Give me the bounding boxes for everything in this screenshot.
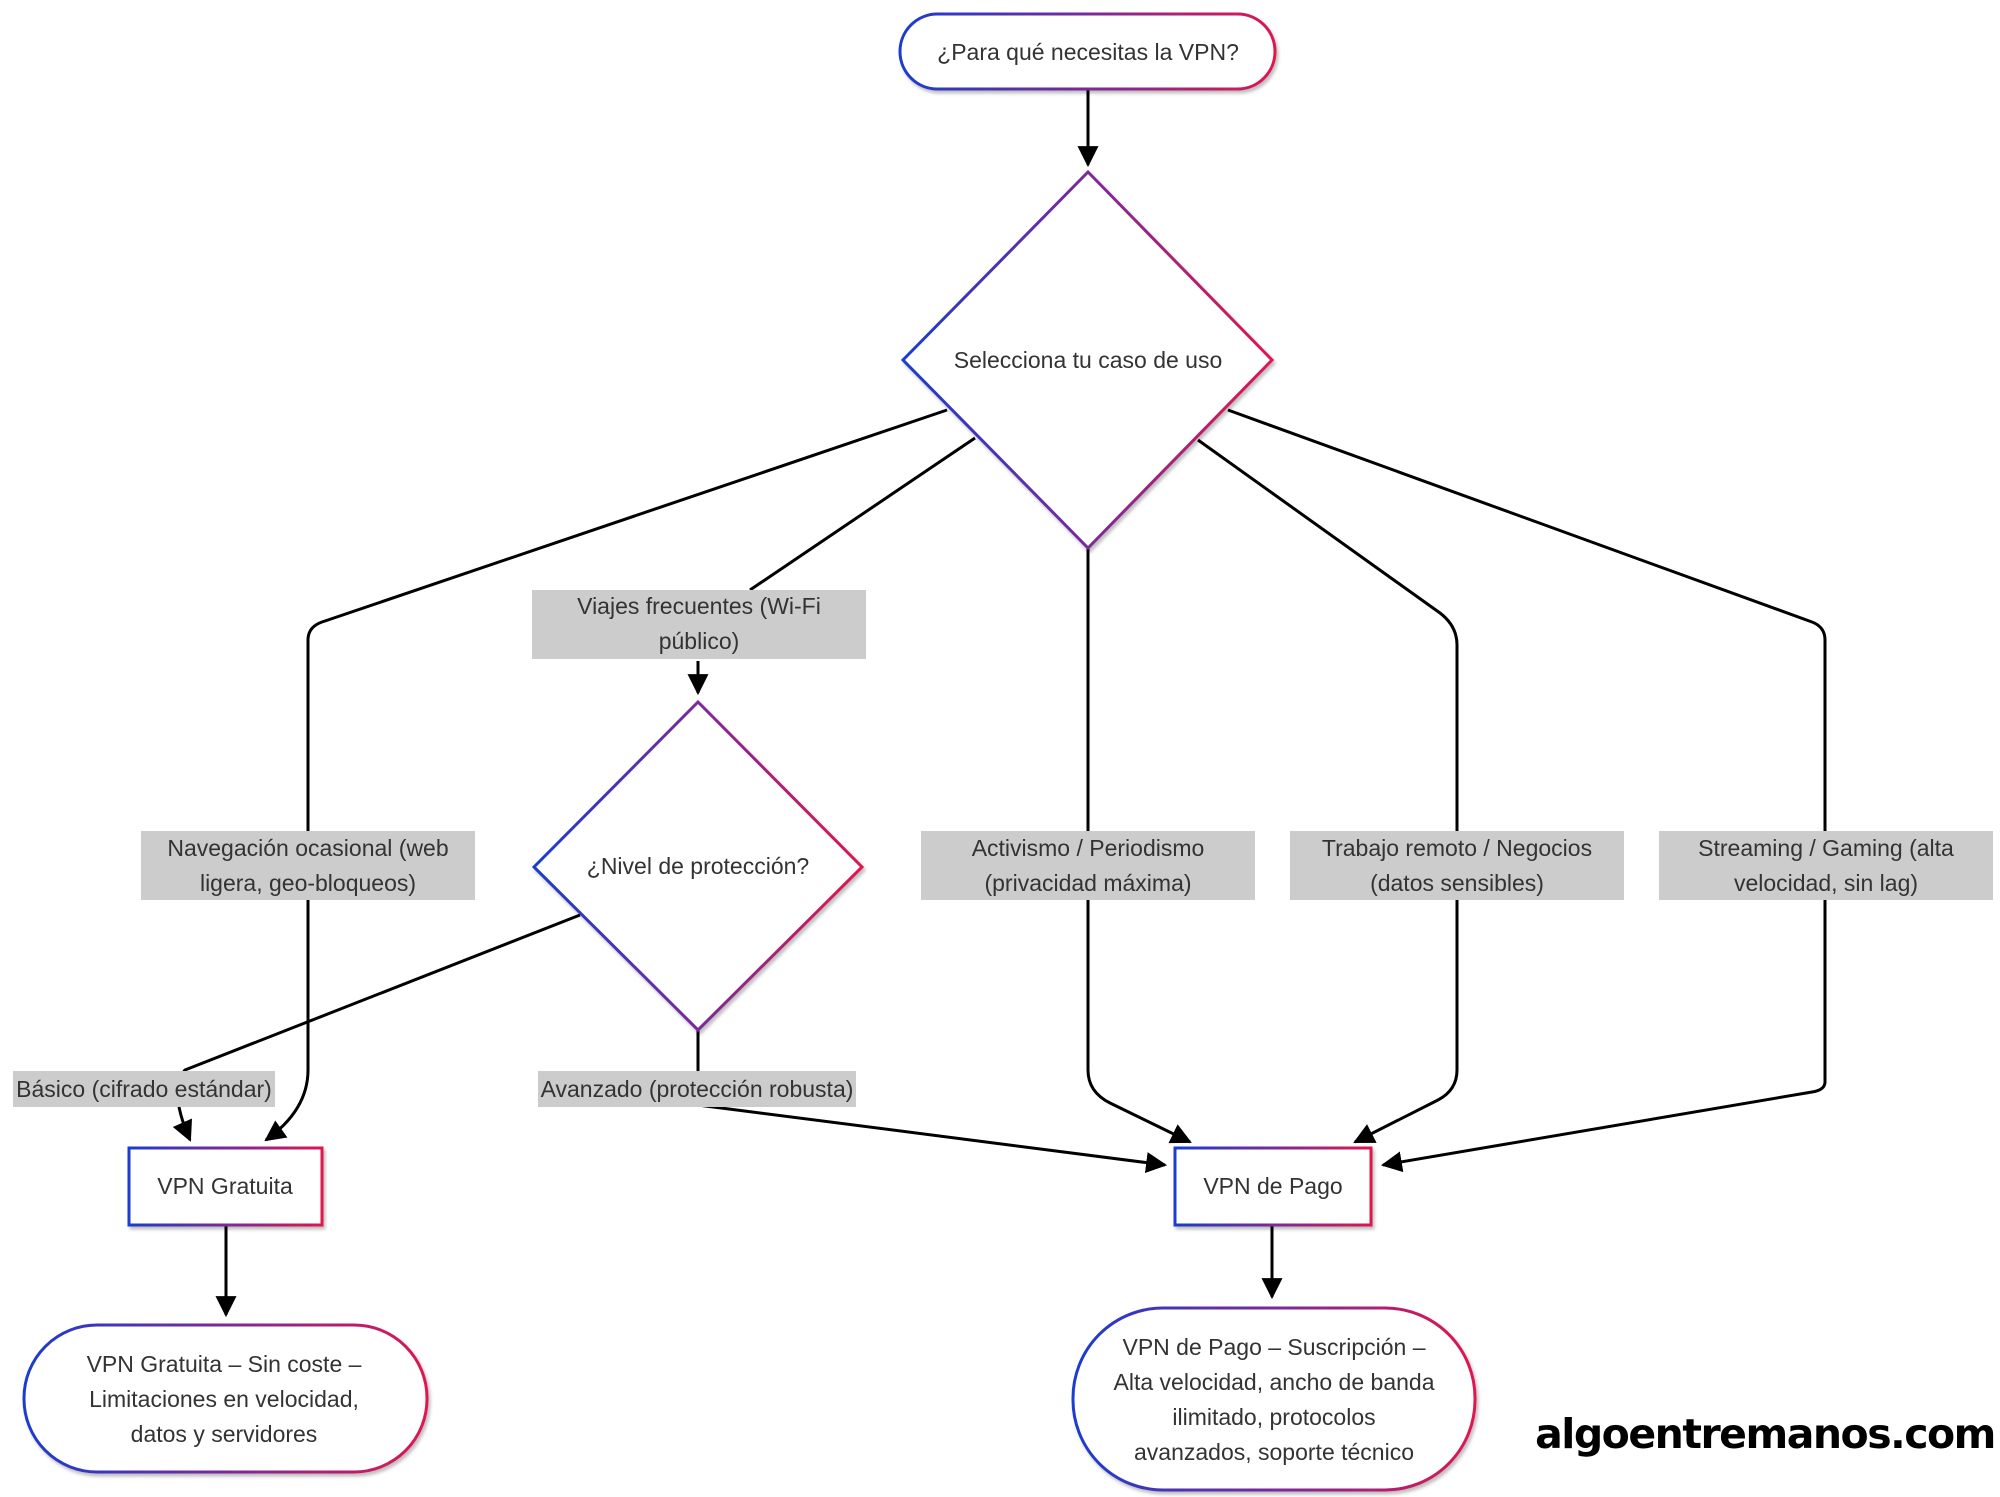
free-vpn-box: VPN Gratuita	[127, 1146, 324, 1227]
free-end-line-1: VPN Gratuita – Sin coste –	[87, 1351, 362, 1377]
start-node-label: ¿Para qué necesitas la VPN?	[937, 39, 1239, 65]
paid-vpn-end: VPN de Pago – Suscripción – Alta velocid…	[1071, 1306, 1477, 1492]
edge-label-basic-text: Básico (cifrado estándar)	[16, 1076, 272, 1102]
edge-label-activism: Activismo / Periodismo (privacidad máxim…	[921, 831, 1255, 900]
edge-label-remote-line-2: (datos sensibles)	[1370, 870, 1544, 896]
edge-label-casual: Navegación ocasional (web ligera, geo-bl…	[141, 831, 475, 900]
edge-usecase-to-remote	[1197, 438, 1459, 1144]
edge-label-remote: Trabajo remoto / Negocios (datos sensibl…	[1290, 831, 1624, 900]
edge-usecase-to-travel	[749, 436, 976, 592]
edge-label-remote-line-1: Trabajo remoto / Negocios	[1322, 835, 1592, 861]
edge-label-casual-line-2: ligera, geo-bloqueos)	[200, 870, 416, 896]
edge-label-advanced: Avanzado (protección robusta)	[538, 1071, 856, 1107]
paid-end-line-4: avanzados, soporte técnico	[1134, 1439, 1414, 1465]
free-end-line-3: datos y servidores	[131, 1421, 318, 1447]
edge-label-streaming: Streaming / Gaming (alta velocidad, sin …	[1659, 831, 1993, 900]
travel-box: Viajes frecuentes (Wi-Fi público)	[532, 590, 866, 659]
paid-vpn-label: VPN de Pago	[1203, 1173, 1342, 1199]
edge-label-activism-line-1: Activismo / Periodismo	[972, 835, 1205, 861]
free-end-line-2: Limitaciones en velocidad,	[89, 1386, 359, 1412]
edge-label-casual-line-1: Navegación ocasional (web	[167, 835, 448, 861]
use-case-label: Selecciona tu caso de uso	[954, 347, 1223, 373]
paid-vpn-box: VPN de Pago	[1173, 1146, 1373, 1227]
edge-usecase-to-casual	[264, 408, 948, 1142]
use-case-decision: Selecciona tu caso de uso	[900, 169, 1275, 551]
edge-label-basic: Básico (cifrado estándar)	[13, 1071, 275, 1107]
edge-usecase-to-activism	[1086, 548, 1192, 1144]
protection-decision: ¿Nivel de protección?	[531, 699, 865, 1033]
paid-end-line-2: Alta velocidad, ancho de banda	[1114, 1369, 1435, 1395]
start-node: ¿Para qué necesitas la VPN?	[898, 12, 1277, 91]
travel-box-line-2: público)	[659, 628, 740, 654]
travel-box-line-1: Viajes frecuentes (Wi-Fi	[577, 593, 821, 619]
edge-label-streaming-line-2: velocidad, sin lag)	[1734, 870, 1918, 896]
paid-end-line-3: ilimitado, protocolos	[1172, 1404, 1375, 1430]
edge-usecase-to-streaming	[1227, 408, 1827, 1173]
paid-end-line-1: VPN de Pago – Suscripción –	[1122, 1334, 1425, 1360]
edge-label-streaming-line-1: Streaming / Gaming (alta	[1698, 835, 1954, 861]
protection-label: ¿Nivel de protección?	[587, 853, 809, 879]
edge-label-activism-line-2: (privacidad máxima)	[984, 870, 1191, 896]
free-vpn-end: VPN Gratuita – Sin coste – Limitaciones …	[22, 1323, 429, 1474]
free-vpn-label: VPN Gratuita	[157, 1173, 293, 1199]
edge-label-advanced-text: Avanzado (protección robusta)	[541, 1076, 854, 1102]
watermark-text: algoentremanos.com	[1535, 1410, 1995, 1458]
